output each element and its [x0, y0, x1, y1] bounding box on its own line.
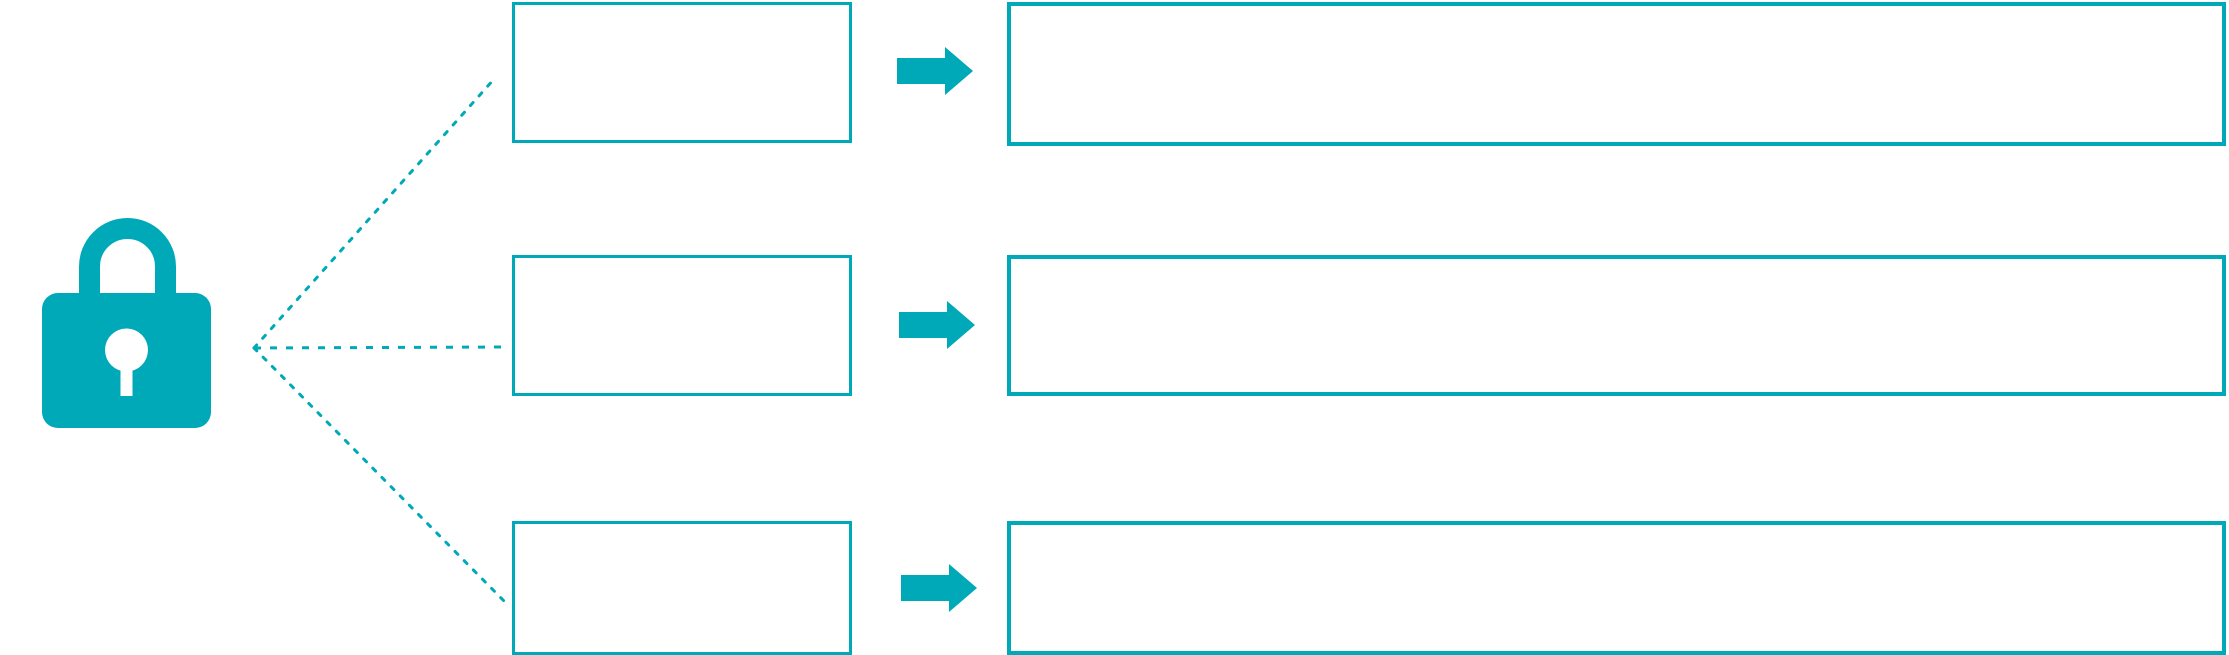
right-arrow-icon [897, 47, 973, 95]
connector-line-top [252, 76, 497, 350]
large-box-top-text [1011, 6, 2222, 26]
connector-line-bottom [252, 346, 508, 605]
right-arrow-icon [899, 301, 975, 349]
small-box-middle-text [515, 258, 849, 278]
padlock-icon [42, 218, 211, 428]
padlock-keyhole-stem [120, 350, 133, 396]
right-arrow-icon [901, 564, 977, 612]
large-box-middle-text [1011, 259, 2222, 279]
small-box-top[interactable] [512, 2, 852, 143]
small-box-bottom-text [515, 524, 849, 544]
large-box-middle[interactable] [1007, 255, 2226, 396]
connector-line-middle [253, 345, 502, 350]
small-box-middle[interactable] [512, 255, 852, 396]
large-box-bottom[interactable] [1007, 521, 2226, 655]
padlock-shackle [79, 218, 176, 310]
small-box-bottom[interactable] [512, 521, 852, 655]
large-box-bottom-text [1011, 525, 2222, 545]
small-box-top-text [515, 5, 849, 25]
large-box-top[interactable] [1007, 2, 2226, 146]
